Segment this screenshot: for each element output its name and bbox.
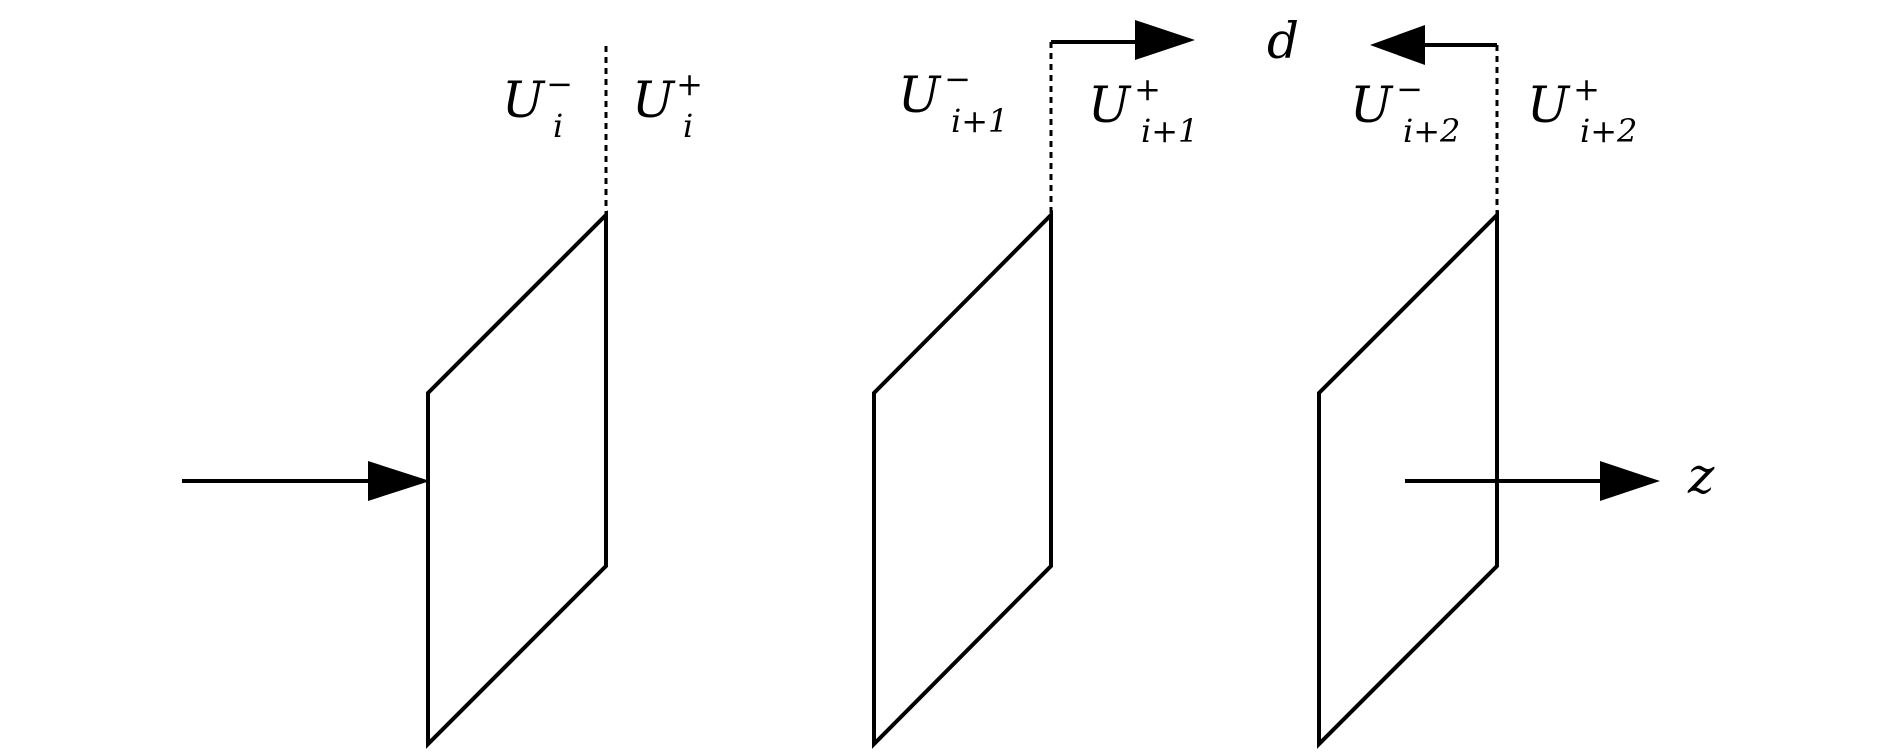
label-plane-i-left: U−i <box>502 65 573 145</box>
plane-i-plus-1 <box>872 42 1053 749</box>
label-z-axis: z <box>1687 447 1715 505</box>
z-axis-arrow <box>1405 461 1660 501</box>
label-plane-i-right: U+i <box>632 65 703 145</box>
label-plane-i-plus-2-left: U−i+2 <box>1350 70 1460 150</box>
distance-arrow-left <box>1370 25 1497 65</box>
label-plane-i-plus-2-right: U+i+2 <box>1527 70 1637 150</box>
incident-arrow <box>182 461 430 501</box>
plane-i-plus-2 <box>1317 45 1499 749</box>
distance-arrow-right <box>1051 20 1195 60</box>
label-plane-i-plus-1-right: U+i+1 <box>1088 70 1198 150</box>
plane-i <box>426 46 608 749</box>
label-plane-i-plus-1-left: U−i+1 <box>898 60 1008 140</box>
label-distance: d <box>1267 12 1299 70</box>
